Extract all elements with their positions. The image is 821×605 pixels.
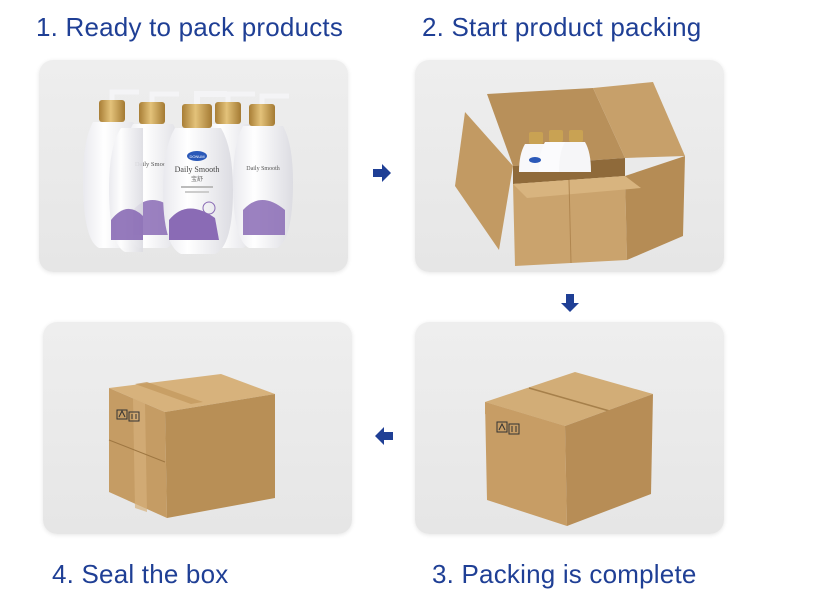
step-4-image-panel bbox=[43, 322, 352, 534]
step-3-title: 3. Packing is complete bbox=[432, 559, 697, 590]
bottle-front-left bbox=[109, 128, 143, 252]
step-1-title: 1. Ready to pack products bbox=[36, 12, 343, 43]
bottles-in-box bbox=[519, 130, 591, 172]
bottles-product-photo: Daily Smooth Daily Smooth DONUM Daily Sm… bbox=[39, 60, 348, 272]
step-3-image-panel bbox=[415, 322, 724, 534]
arrow-down-icon bbox=[559, 292, 581, 314]
arrow-right-icon bbox=[371, 162, 393, 184]
sealed-box-photo bbox=[43, 322, 352, 534]
open-box-with-bottles-photo bbox=[415, 60, 724, 272]
product-name-cn: 宝舒 bbox=[191, 175, 203, 183]
step-2-title: 2. Start product packing bbox=[422, 12, 701, 43]
step-1-image-panel: Daily Smooth Daily Smooth DONUM Daily Sm… bbox=[39, 60, 348, 272]
product-name: Daily Smooth bbox=[175, 165, 220, 174]
step-4-title: 4. Seal the box bbox=[52, 559, 228, 590]
bottle-back-far-right: Daily Smooth bbox=[233, 96, 293, 248]
bottle-label-text: Daily Smooth bbox=[246, 166, 280, 172]
closed-box-photo bbox=[415, 322, 724, 534]
brand-logo-text: DONUM bbox=[189, 154, 204, 159]
step-2-image-panel bbox=[415, 60, 724, 272]
arrow-left-icon bbox=[373, 425, 395, 447]
